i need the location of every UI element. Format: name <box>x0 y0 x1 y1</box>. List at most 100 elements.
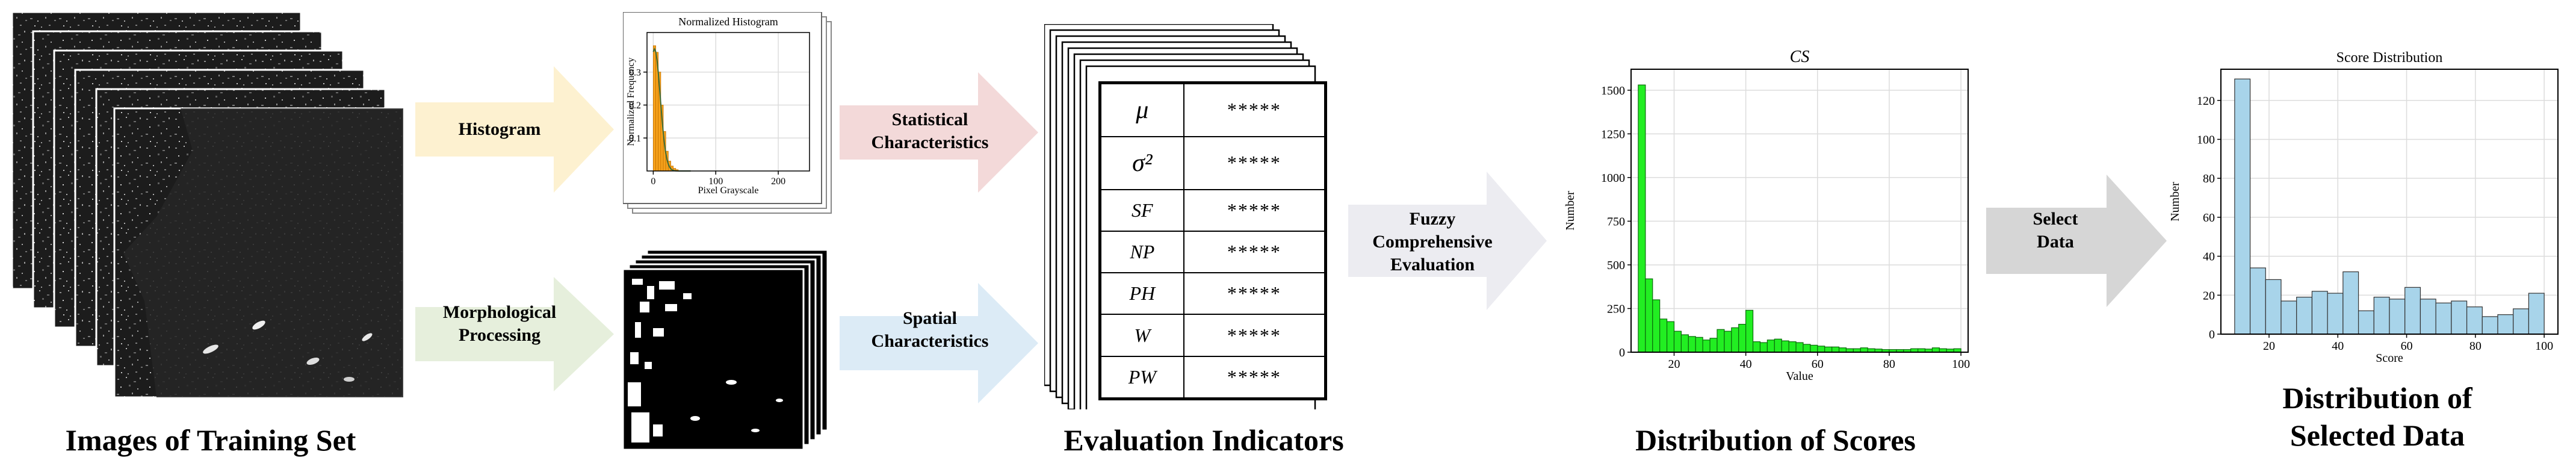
histogram-bar <box>1673 331 1682 353</box>
x-tick-label: 80 <box>1883 358 1895 371</box>
x-axis-label: Score <box>2376 352 2403 365</box>
morphological-label-line2: Processing <box>458 325 541 345</box>
histogram-bar <box>1788 341 1797 353</box>
caption-indicators: Evaluation Indicators <box>1064 423 1344 457</box>
training-images-stack <box>11 11 404 399</box>
histogram-bar <box>2420 299 2436 335</box>
morphological-arrow-label: Morphological Processing <box>421 301 578 347</box>
caption-selected-line2: Selected Data <box>2290 418 2465 452</box>
indicator-value: ***** <box>1183 135 1326 190</box>
y-tick-label: 500 <box>1607 259 1625 272</box>
indicator-row: σ²***** <box>1100 135 1326 190</box>
x-axis-label: Pixel Grayscale <box>698 185 759 196</box>
histogram-bar <box>2513 308 2530 335</box>
histogram-bar <box>1781 340 1789 353</box>
histogram-bar <box>1638 84 1646 353</box>
histogram-bar <box>2497 314 2514 335</box>
y-tick-label: 1500 <box>1601 84 1625 98</box>
histogram-bar <box>1659 318 1668 353</box>
y-axis-label: Number <box>1564 191 1577 231</box>
histogram-bar <box>1931 347 1940 353</box>
fuzzy-label-line3: Evaluation <box>1390 255 1475 275</box>
binary-white-blobs <box>628 279 783 442</box>
histogram-bar <box>2327 293 2344 335</box>
indicator-symbol: W <box>1100 314 1184 357</box>
histogram-bar <box>2404 287 2421 335</box>
y-tick-label: 20 <box>2203 289 2215 302</box>
y-tick-label: 750 <box>1607 215 1625 228</box>
histogram-bar <box>2528 293 2545 335</box>
y-tick-label: 0.2 <box>629 101 641 111</box>
histogram-bar <box>1860 347 1868 353</box>
y-tick-label: 100 <box>2197 133 2215 146</box>
chart-title: Normalized Histogram <box>678 16 778 28</box>
histogram-bar <box>2358 310 2374 335</box>
statistical-arrow-label: Statistical Characteristics <box>843 108 1017 154</box>
indicator-value: ***** <box>1183 355 1326 399</box>
histogram-bar <box>2249 267 2266 335</box>
histogram-bar <box>1666 321 1675 353</box>
y-tick-label: 1000 <box>1601 172 1625 185</box>
histogram-bar <box>1652 299 1661 353</box>
indicator-row: SF***** <box>1100 188 1326 232</box>
x-tick-label: 80 <box>2469 340 2482 353</box>
x-tick-label: 100 <box>2535 340 2553 353</box>
indicator-symbol: σ² <box>1100 135 1184 190</box>
histogram-bar <box>1695 337 1703 353</box>
histogram-bar <box>1702 340 1711 353</box>
morphological-arrow <box>415 277 614 391</box>
x-tick-label: 40 <box>1740 358 1752 371</box>
indicator-symbol: NP <box>1100 230 1184 274</box>
indicator-symbol: SF <box>1100 188 1184 232</box>
histogram-bar <box>1738 323 1747 353</box>
histogram-bar <box>1745 309 1754 353</box>
indicator-row: PW***** <box>1100 355 1326 399</box>
caption-selected: Distribution of Selected Data <box>2179 379 2576 454</box>
x-tick-label: 0 <box>651 176 655 187</box>
histogram-bar <box>1803 344 1811 353</box>
fuzzy-evaluation-arrow <box>1348 172 1547 310</box>
histogram-bar <box>1688 336 1696 353</box>
histogram-bar <box>1817 346 1825 353</box>
histogram-bar <box>1709 338 1718 353</box>
y-axis-label: Number <box>2169 182 2182 222</box>
caption-scores: Distribution of Scores <box>1635 423 1916 457</box>
statistical-arrow <box>840 72 1038 193</box>
y-tick-label: 40 <box>2203 250 2215 264</box>
select-arrow-label: Select Data <box>1983 208 2128 253</box>
spatial-arrow <box>840 283 1038 403</box>
histogram-bar <box>2373 296 2390 335</box>
axes-frame <box>646 32 810 172</box>
histogram-bar <box>652 45 656 172</box>
histogram-bar <box>1795 342 1804 353</box>
histogram-bar <box>1724 331 1732 353</box>
indicator-row: NP***** <box>1100 230 1326 274</box>
y-tick-label: 1250 <box>1601 128 1625 141</box>
axes-frame <box>2220 69 2559 335</box>
histogram-bar <box>2265 279 2282 335</box>
chart-title: CS <box>1790 48 1810 66</box>
statistical-label-line2: Characteristics <box>871 132 989 152</box>
histogram-bar <box>1731 327 1739 353</box>
select-label-line2: Data <box>2037 232 2074 252</box>
histogram-bar <box>1824 346 1833 353</box>
y-tick-label: 0 <box>1619 346 1625 359</box>
binary-images-stack <box>623 249 829 451</box>
caption-images: Images of Training Set <box>65 423 356 457</box>
histogram-bar <box>2451 300 2468 335</box>
indicator-value: ***** <box>1183 188 1326 232</box>
indicator-row: PH***** <box>1100 272 1326 315</box>
indicator-row: W***** <box>1100 314 1326 357</box>
histogram-arrow-label: Histogram <box>458 119 541 139</box>
x-tick-label: 20 <box>1668 358 1680 371</box>
histogram-bar <box>1831 346 1840 353</box>
histogram-bar <box>2342 271 2359 335</box>
histogram-arrow <box>415 66 614 193</box>
indicator-table-grid: μ*****σ²*****SF*****NP*****PH*****W*****… <box>1100 83 1326 399</box>
x-tick-label: 100 <box>1952 358 1970 371</box>
y-tick-label: 0.1 <box>629 134 641 144</box>
indicator-value: ***** <box>1183 83 1326 137</box>
